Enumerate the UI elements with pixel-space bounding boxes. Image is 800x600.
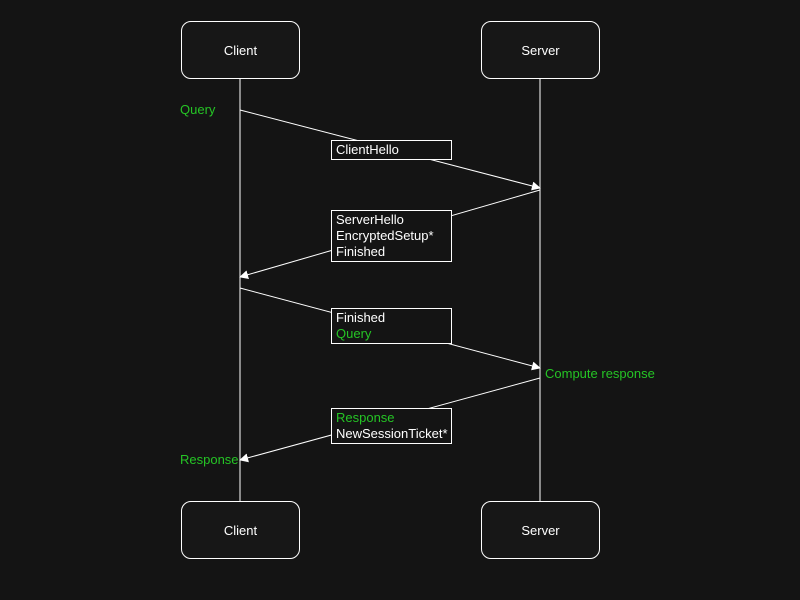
message-line: EncryptedSetup* — [336, 228, 434, 243]
message-line: ClientHello — [336, 142, 399, 157]
message-line: Query — [336, 326, 372, 341]
message-line: ServerHello — [336, 212, 404, 227]
actor-server-top: Server — [481, 21, 600, 79]
message-line: Response — [336, 410, 395, 425]
actor-client-top: Client — [181, 21, 300, 79]
message-line: NewSessionTicket* — [336, 426, 448, 441]
message-line: Finished — [336, 244, 386, 259]
message-line: Finished — [336, 310, 386, 325]
actor-client-bottom: Client — [181, 501, 300, 559]
actor-label: Server — [521, 522, 560, 538]
actor-label: Server — [521, 42, 560, 58]
actor-label: Client — [223, 522, 258, 538]
actor-label: Client — [223, 42, 258, 58]
annotation-compute-response: Compute response — [545, 366, 655, 381]
message-label-finished-query: Finished Query — [331, 308, 452, 344]
annotation-response: Response — [180, 452, 239, 467]
message-label-response-ticket: Response NewSessionTicket* — [331, 408, 452, 444]
annotation-query: Query — [180, 102, 216, 117]
message-label-serverhello: ServerHello EncryptedSetup* Finished — [331, 210, 452, 262]
message-label-clienthello: ClientHello — [331, 140, 452, 160]
actor-server-bottom: Server — [481, 501, 600, 559]
